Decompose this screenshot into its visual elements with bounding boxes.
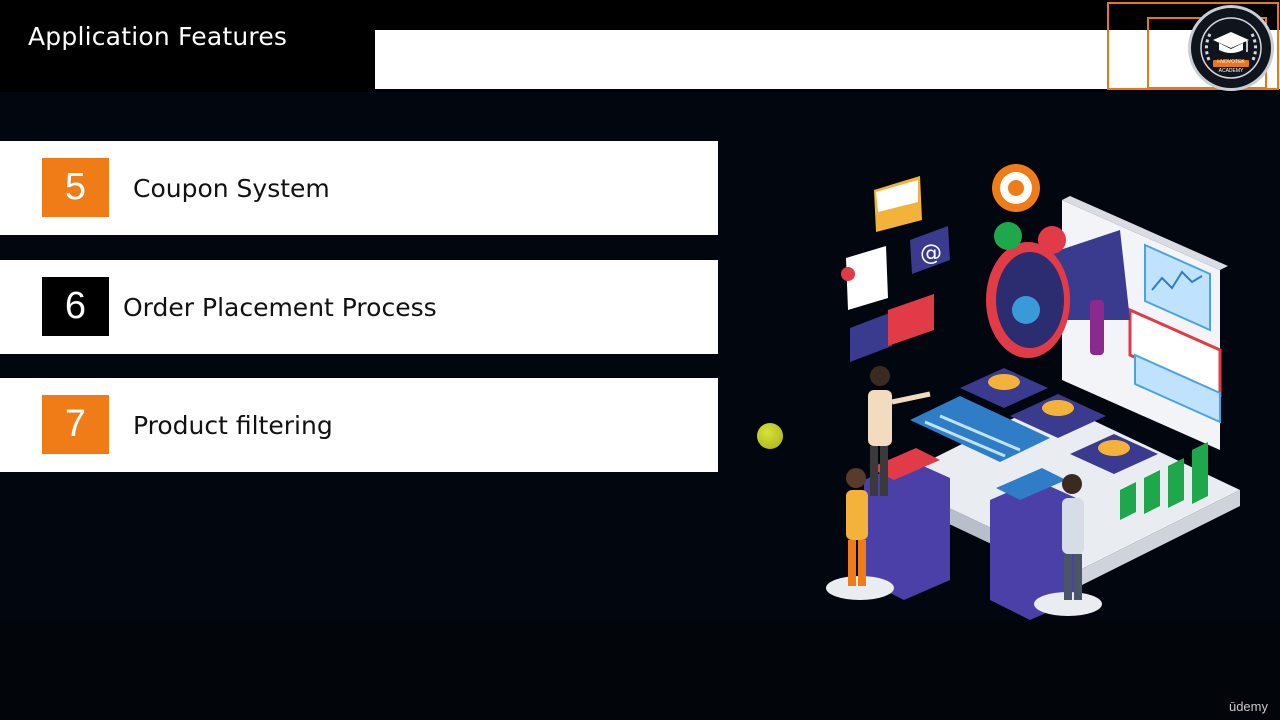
logo-text-bottom: ACADEMY xyxy=(1218,68,1244,74)
svg-text:@: @ xyxy=(920,241,942,266)
feature-number-badge: 5 xyxy=(42,158,109,217)
feature-row-product-filtering: 7 Product filtering xyxy=(0,378,718,472)
feature-label: Coupon System xyxy=(133,173,330,203)
udemy-watermark: ūdemy xyxy=(1228,699,1268,714)
footer-bar: ūdemy xyxy=(0,622,1280,720)
logo-text-top: I-NOVOTEK xyxy=(1217,59,1245,65)
graduation-cap-icon xyxy=(1200,17,1262,79)
feature-row-order-placement: 6 Order Placement Process xyxy=(0,260,718,354)
feature-number-badge: 6 xyxy=(42,277,109,336)
feature-label: Product filtering xyxy=(133,410,333,440)
laser-pointer-dot xyxy=(757,423,783,449)
academy-logo: I-NOVOTEK ACADEMY xyxy=(1188,5,1274,91)
feature-row-coupon-system: 5 Coupon System xyxy=(0,141,718,235)
title-white-bar xyxy=(375,30,1280,89)
slide-title: Application Features xyxy=(28,22,288,51)
feature-label: Order Placement Process xyxy=(123,292,437,322)
slide-canvas: Application Features I-NOVOTEK ACADEMY 5… xyxy=(0,0,1280,622)
feature-number-badge: 7 xyxy=(42,395,109,454)
marketing-illustration: @ xyxy=(826,164,1240,620)
